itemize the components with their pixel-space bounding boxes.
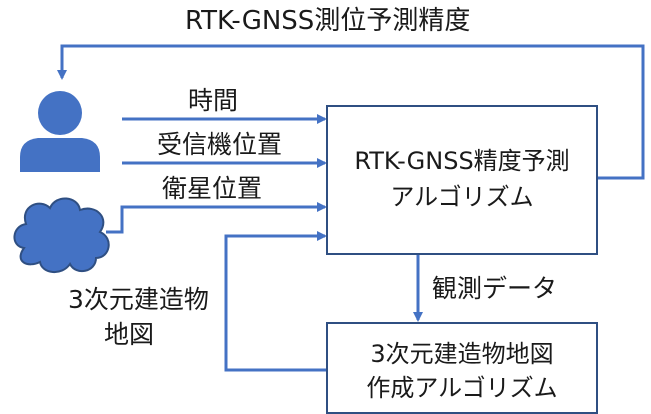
cloud-icon [13, 197, 110, 273]
satellite-position-arrow [106, 202, 327, 234]
satellite-position-label: 衛星位置 [162, 174, 263, 203]
feedback-label: RTK-GNSS測位予測精度 [185, 6, 471, 36]
map-creation-box: 3次元建造物地図 作成アルゴリズム [326, 322, 598, 414]
map-creation-line1: 3次元建造物地図 [370, 340, 554, 368]
precision-prediction-line2: アルゴリズム [390, 183, 534, 211]
feedback-arrow [57, 44, 645, 180]
map-input-line1: 3次元建造物 [68, 285, 209, 314]
map-creation-line2: 作成アルゴリズム [366, 374, 558, 402]
precision-prediction-line1: RTK-GNSS精度予測 [354, 147, 570, 175]
map-arrow [224, 231, 327, 372]
precision-prediction-box: RTK-GNSS精度予測 アルゴリズム [326, 105, 598, 255]
receiver-position-label: 受信機位置 [157, 130, 283, 159]
person-icon [20, 91, 100, 172]
time-label: 時間 [188, 86, 239, 115]
observation-label: 観測データ [432, 274, 558, 303]
map-input-line2: 地図 [104, 320, 155, 349]
